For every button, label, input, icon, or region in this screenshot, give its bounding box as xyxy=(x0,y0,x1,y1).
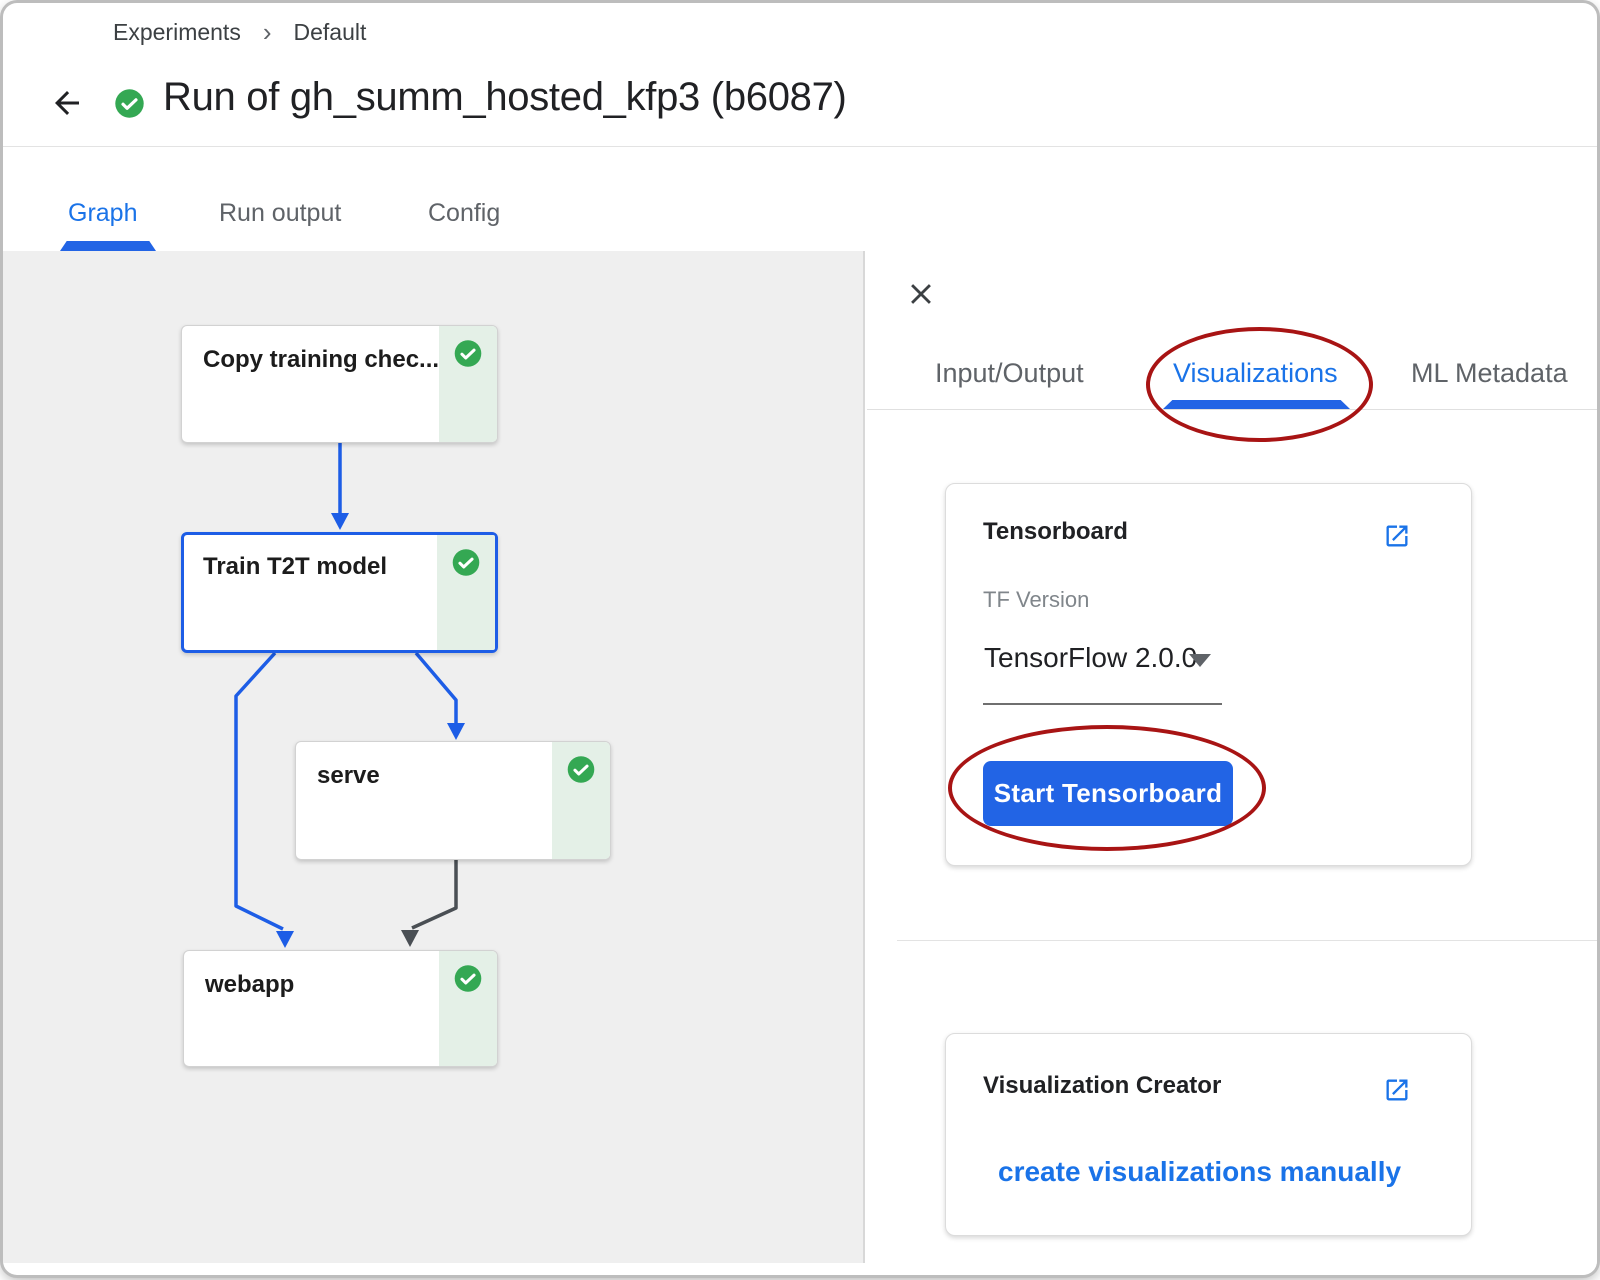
panel-tab-ml-metadata[interactable]: ML Metadata xyxy=(1411,358,1568,388)
breadcrumb-chevron-icon: › xyxy=(262,17,272,47)
close-panel-button[interactable] xyxy=(904,277,938,311)
open-in-new-icon xyxy=(1386,1079,1408,1101)
graph-node-copy-training[interactable]: Copy training chec... xyxy=(181,325,498,443)
check-circle-icon xyxy=(454,340,482,367)
panel-tab-visualizations[interactable]: Visualizations xyxy=(1173,358,1338,388)
node-label: webapp xyxy=(205,971,295,998)
node-label: Copy training chec... xyxy=(203,346,440,373)
tab-run-output[interactable]: Run output xyxy=(219,199,342,227)
pipeline-graph-panel: Copy training chec... Train T2T model se… xyxy=(3,251,865,1263)
breadcrumb-default[interactable]: Default xyxy=(293,19,367,45)
page-title: Run of gh_summ_hosted_kfp3 (b6087) xyxy=(163,75,847,119)
close-icon xyxy=(911,284,931,304)
visualization-creator-card: Visualization Creator create visualizati… xyxy=(945,1033,1472,1236)
tab-graph[interactable]: Graph xyxy=(68,199,138,227)
node-status-strip xyxy=(439,326,497,442)
node-status-strip xyxy=(439,951,497,1066)
breadcrumb: Experiments › Default xyxy=(113,19,366,46)
tf-version-value: TensorFlow 2.0.0 xyxy=(984,642,1198,673)
panel-section-divider xyxy=(897,940,1597,941)
tensorboard-card: Tensorboard TF Version TensorFlow 2.0.0 … xyxy=(945,483,1472,866)
run-status-success-icon xyxy=(115,89,144,118)
header-divider xyxy=(3,146,1597,147)
node-status-strip xyxy=(437,535,495,650)
check-circle-icon xyxy=(454,965,482,992)
arrow-back-icon xyxy=(55,91,79,115)
open-in-new-icon xyxy=(1386,525,1408,547)
back-button[interactable] xyxy=(49,85,85,121)
check-circle-icon xyxy=(452,549,480,576)
app-window: Experiments › Default Run of gh_summ_hos… xyxy=(3,3,1597,1275)
panel-tabs-divider xyxy=(867,409,1597,410)
graph-edges xyxy=(234,443,465,948)
tab-config[interactable]: Config xyxy=(428,199,501,227)
node-status-strip xyxy=(552,742,610,859)
dropdown-caret-icon xyxy=(1189,654,1211,667)
open-viz-creator-external-button[interactable] xyxy=(1383,1076,1411,1104)
tensorboard-card-title: Tensorboard xyxy=(983,518,1128,545)
tf-version-select[interactable]: TensorFlow 2.0.0 xyxy=(983,642,1223,702)
main-tab-bar: Graph Run output Config xyxy=(3,147,1597,251)
breadcrumb-experiments[interactable]: Experiments xyxy=(113,19,241,45)
start-tensorboard-button[interactable]: Start Tensorboard xyxy=(983,761,1233,826)
active-tab-underline xyxy=(60,241,156,251)
node-label: Train T2T model xyxy=(203,553,388,580)
panel-active-tab-underline xyxy=(1163,400,1350,409)
graph-node-train-t2t[interactable]: Train T2T model xyxy=(181,532,498,653)
open-tensorboard-external-button[interactable] xyxy=(1383,522,1411,550)
node-label: serve xyxy=(317,762,380,789)
graph-node-serve[interactable]: serve xyxy=(295,741,611,860)
viz-creator-card-title: Visualization Creator xyxy=(983,1072,1222,1099)
graph-node-webapp[interactable]: webapp xyxy=(183,950,498,1067)
create-visualizations-link[interactable]: create visualizations manually xyxy=(998,1156,1402,1187)
panel-tab-input-output[interactable]: Input/Output xyxy=(935,358,1084,388)
tf-version-select-underline xyxy=(983,703,1222,705)
tf-version-label: TF Version xyxy=(983,587,1090,612)
check-circle-icon xyxy=(567,756,595,783)
